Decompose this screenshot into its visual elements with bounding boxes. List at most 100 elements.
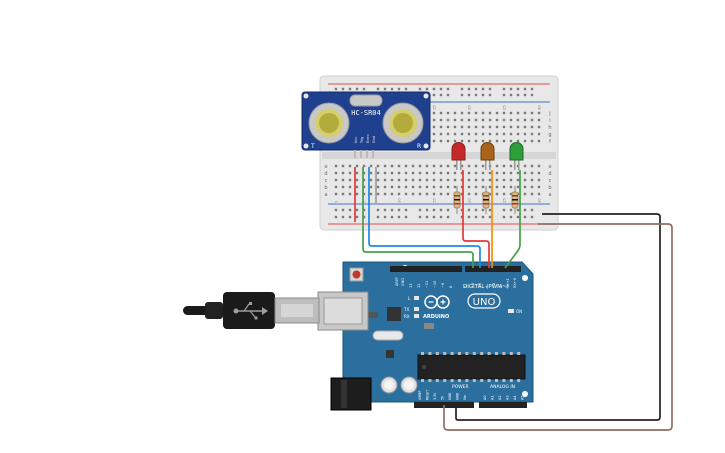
- column-number: 10: [397, 198, 402, 203]
- ic-pin: [472, 352, 476, 355]
- rail-hole: [516, 215, 520, 219]
- resistor-1[interactable]: [453, 186, 461, 214]
- breadboard-hole: [404, 185, 408, 189]
- breadboard-hole: [390, 171, 394, 175]
- breadboard-hole: [390, 178, 394, 182]
- rail-hole: [488, 93, 492, 97]
- breadboard-hole: [509, 164, 513, 168]
- breadboard-hole: [481, 164, 485, 168]
- row-letter: d: [324, 171, 327, 177]
- digital-header[interactable]: [390, 266, 521, 272]
- usb-icon: [233, 302, 268, 320]
- power-pin-label: GND: [448, 392, 452, 400]
- resistor-2[interactable]: [482, 186, 490, 214]
- rail-hole: [397, 215, 401, 219]
- breadboard-hole: [397, 164, 401, 168]
- rail-hole: [432, 93, 436, 97]
- wire-green-trig[interactable]: [362, 167, 474, 268]
- breadboard-hole: [495, 185, 499, 189]
- rail-hole: [474, 215, 478, 219]
- rail-hole: [488, 87, 492, 91]
- breadboard-hole: [446, 139, 450, 143]
- breadboard-hole: [376, 192, 380, 196]
- breadboard-hole: [488, 118, 492, 122]
- wire-red-led[interactable]: [462, 170, 490, 268]
- rail-hole: [481, 93, 485, 97]
- usb-socket[interactable]: [317, 291, 369, 331]
- breadboard-hole: [334, 171, 338, 175]
- led-green[interactable]: [509, 142, 524, 170]
- ic-pin: [435, 379, 439, 382]
- analog-header[interactable]: [479, 402, 527, 408]
- wire-black-gnd[interactable]: [455, 213, 661, 421]
- led-yellow[interactable]: [480, 142, 495, 170]
- breadboard-hole: [523, 111, 527, 115]
- rail-hole: [530, 87, 534, 91]
- digital-pin-label: ~3: [492, 283, 496, 288]
- led-red[interactable]: [451, 142, 466, 170]
- usb-cable[interactable]: [183, 292, 320, 329]
- breadboard-hole: [488, 111, 492, 115]
- breadboard-hole: [495, 125, 499, 129]
- ic-pin: [509, 352, 513, 355]
- breadboard-hole: [502, 132, 506, 136]
- reset-button[interactable]: [349, 267, 364, 282]
- ultrasonic-sensor[interactable]: HC-SR04 T R Vcc Trig Echo Gnd: [301, 91, 431, 158]
- breadboard-hole: [453, 178, 457, 182]
- breadboard-hole: [425, 185, 429, 189]
- ic-pin: [495, 352, 498, 355]
- digital-pin-label: ~9: [441, 283, 445, 288]
- rail-hole: [530, 208, 534, 212]
- column-number: 15: [432, 105, 437, 110]
- row-letter: e: [548, 164, 551, 170]
- sensor-pin-labels: Vcc Trig Echo Gnd: [354, 135, 376, 145]
- wire-blue-echo[interactable]: [368, 167, 481, 268]
- rail-hole: [523, 215, 527, 219]
- rail-hole: [523, 93, 527, 97]
- power-pin-label: Vin: [463, 395, 467, 400]
- row-letter: c: [325, 178, 328, 184]
- ic-pin: [421, 379, 424, 382]
- analog-pin-label: A0: [483, 395, 487, 400]
- rail-hole: [446, 208, 450, 212]
- rail-hole: [516, 208, 520, 212]
- wire-brown-5v[interactable]: [443, 223, 673, 431]
- breadboard-hole: [537, 185, 541, 189]
- row-letter: d: [548, 171, 551, 177]
- breadboard-hole: [376, 178, 380, 182]
- power-pin-label: RESET: [426, 390, 430, 400]
- breadboard-hole: [467, 132, 471, 136]
- breadboard-hole: [425, 164, 429, 168]
- column-number: 20: [467, 105, 472, 110]
- breadboard-hole: [376, 185, 380, 189]
- breadboard-hole: [474, 125, 478, 129]
- rail-hole: [348, 87, 352, 91]
- rail-hole: [474, 208, 478, 212]
- sensor-pin-vcc: Vcc: [354, 137, 358, 143]
- breadboard-hole: [432, 125, 436, 129]
- resistor-3[interactable]: [511, 186, 519, 214]
- breadboard-hole: [369, 192, 373, 196]
- breadboard-hole: [397, 171, 401, 175]
- rail-hole: [481, 215, 485, 219]
- breadboard-hole: [425, 171, 429, 175]
- rail-hole: [523, 87, 527, 91]
- breadboard-hole: [432, 192, 436, 196]
- breadboard-hole: [509, 111, 513, 115]
- breadboard-hole: [502, 164, 506, 168]
- rail-hole: [362, 87, 366, 91]
- rail-hole: [502, 208, 506, 212]
- dc-power-jack[interactable]: [330, 377, 372, 411]
- wire-green-led[interactable]: [504, 170, 521, 269]
- breadboard-hole: [446, 132, 450, 136]
- rail-hole: [516, 87, 520, 91]
- rail-hole: [397, 87, 401, 91]
- ic-pin: [472, 379, 476, 382]
- ic-pin: [428, 379, 432, 382]
- column-number: 20: [467, 198, 472, 203]
- ic-pin: [495, 379, 498, 382]
- breadboard-hole: [355, 164, 359, 168]
- breadboard-hole: [446, 192, 450, 196]
